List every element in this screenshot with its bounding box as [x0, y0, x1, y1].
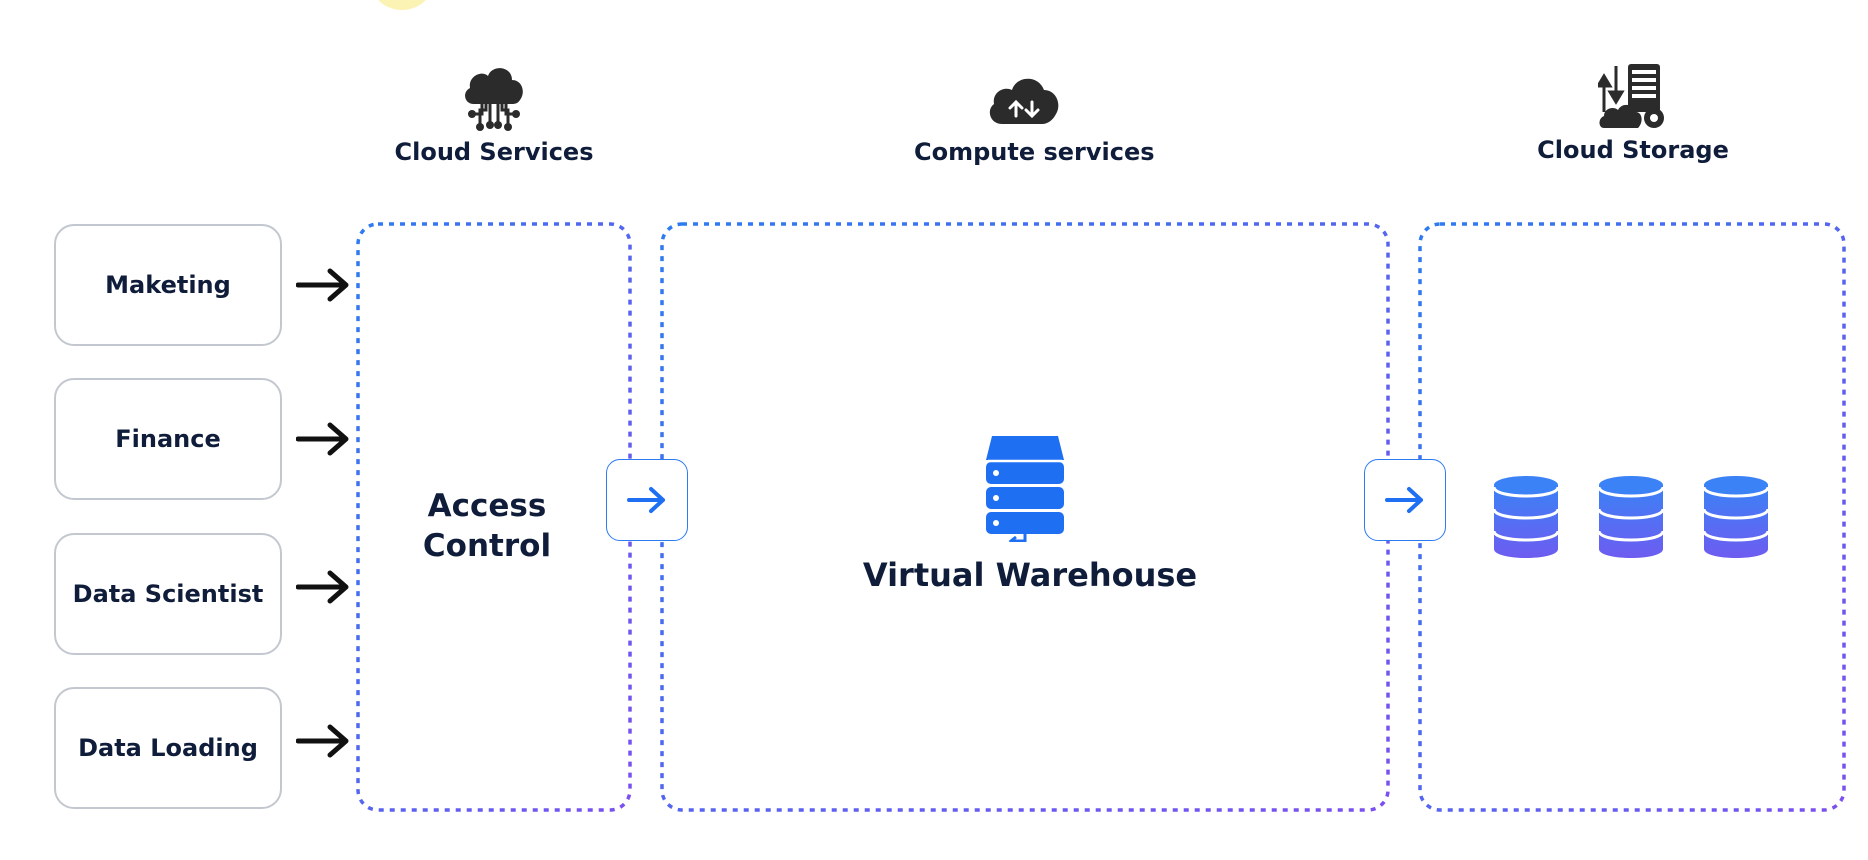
source-box-data-loading: Data Loading — [54, 687, 282, 809]
source-label: Finance — [115, 425, 221, 453]
source-box-finance: Finance — [54, 378, 282, 500]
cloud-services-label: Cloud Services — [394, 138, 594, 166]
source-box-data-scientist: Data Scientist — [54, 533, 282, 655]
source-label: Maketing — [105, 271, 231, 299]
cloud-network-icon — [465, 68, 523, 131]
source-label: Data Scientist — [72, 580, 264, 608]
source-label: Data Loading — [78, 734, 258, 762]
server-stack-icon — [986, 436, 1064, 542]
server-transfer-icon — [1598, 64, 1664, 128]
compute-services-label: Compute services — [914, 138, 1155, 166]
source-box-marketing: Maketing — [54, 224, 282, 346]
cloud-upload-download-icon — [989, 78, 1059, 124]
arrow-right-icon — [296, 724, 349, 758]
arrow-right-icon — [627, 487, 665, 513]
database-icon — [1492, 476, 1560, 558]
arrow-right-icon — [1385, 487, 1423, 513]
access-control-line2: Control — [422, 528, 552, 564]
access-control-panel — [356, 222, 632, 812]
arrow-right-icon — [296, 422, 349, 456]
connector-warehouse-to-storage — [1364, 459, 1446, 541]
access-control-title: Access Control — [358, 486, 616, 566]
virtual-warehouse-title: Virtual Warehouse — [862, 556, 1198, 594]
arrow-right-icon — [296, 570, 349, 604]
access-control-line1: Access — [427, 488, 547, 524]
database-icon — [1702, 476, 1770, 558]
cloud-storage-panel — [1418, 222, 1846, 812]
decorative-yellow-circle — [372, 0, 432, 10]
arrow-right-icon — [296, 268, 349, 302]
cloud-storage-header: Cloud Storage — [1533, 62, 1733, 164]
database-icon — [1597, 476, 1665, 558]
cloud-services-header: Cloud Services — [394, 62, 594, 166]
compute-services-header: Compute services — [914, 62, 1155, 166]
cloud-storage-label: Cloud Storage — [1537, 136, 1729, 164]
connector-access-to-warehouse — [606, 459, 688, 541]
